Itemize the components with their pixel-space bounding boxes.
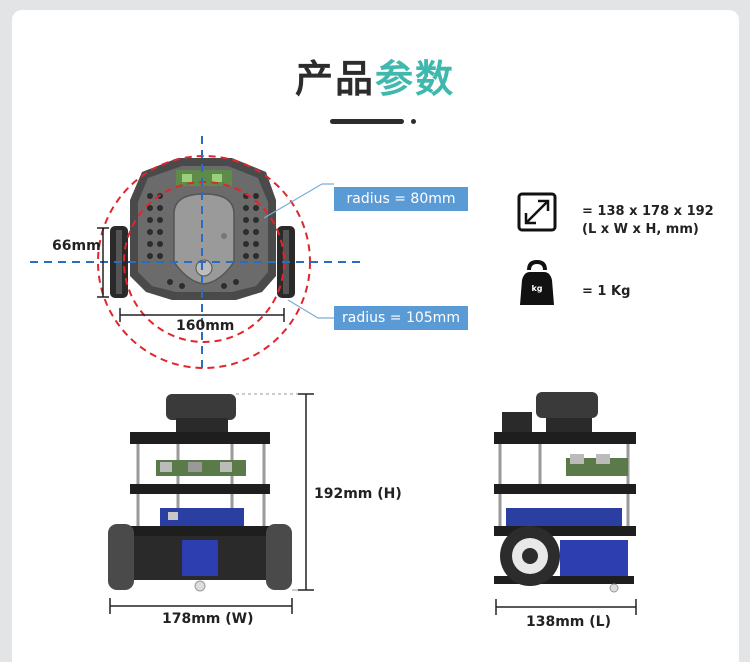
radius-inner-label: radius = 80mm	[334, 187, 468, 211]
title-part2: 参数	[375, 57, 456, 101]
dimension-66mm: 66mm	[52, 238, 101, 254]
kettlebell-weight-icon	[520, 259, 554, 305]
weight-icon-label: kg	[531, 284, 543, 293]
dimension-width: 178mm (W)	[162, 611, 254, 627]
title-part1: 产品	[294, 57, 375, 101]
dimension-length: 138mm (L)	[526, 614, 611, 630]
size-spec-line2: (L x W x H, mm)	[582, 222, 699, 237]
dimension-height: 192mm (H)	[314, 486, 402, 502]
radius-outer-label: radius = 105mm	[334, 306, 468, 330]
weight-spec: = 1 Kg	[582, 284, 631, 299]
expand-arrows-icon	[517, 192, 557, 232]
side-view-robot	[494, 392, 636, 593]
front-view-robot	[108, 394, 292, 592]
page-title: 产品参数	[0, 54, 750, 104]
title-underline	[330, 119, 404, 124]
size-spec-line1: = 138 x 178 x 192	[582, 204, 714, 219]
title-underline-dot	[411, 119, 416, 124]
dimension-160mm: 160mm	[176, 318, 235, 334]
